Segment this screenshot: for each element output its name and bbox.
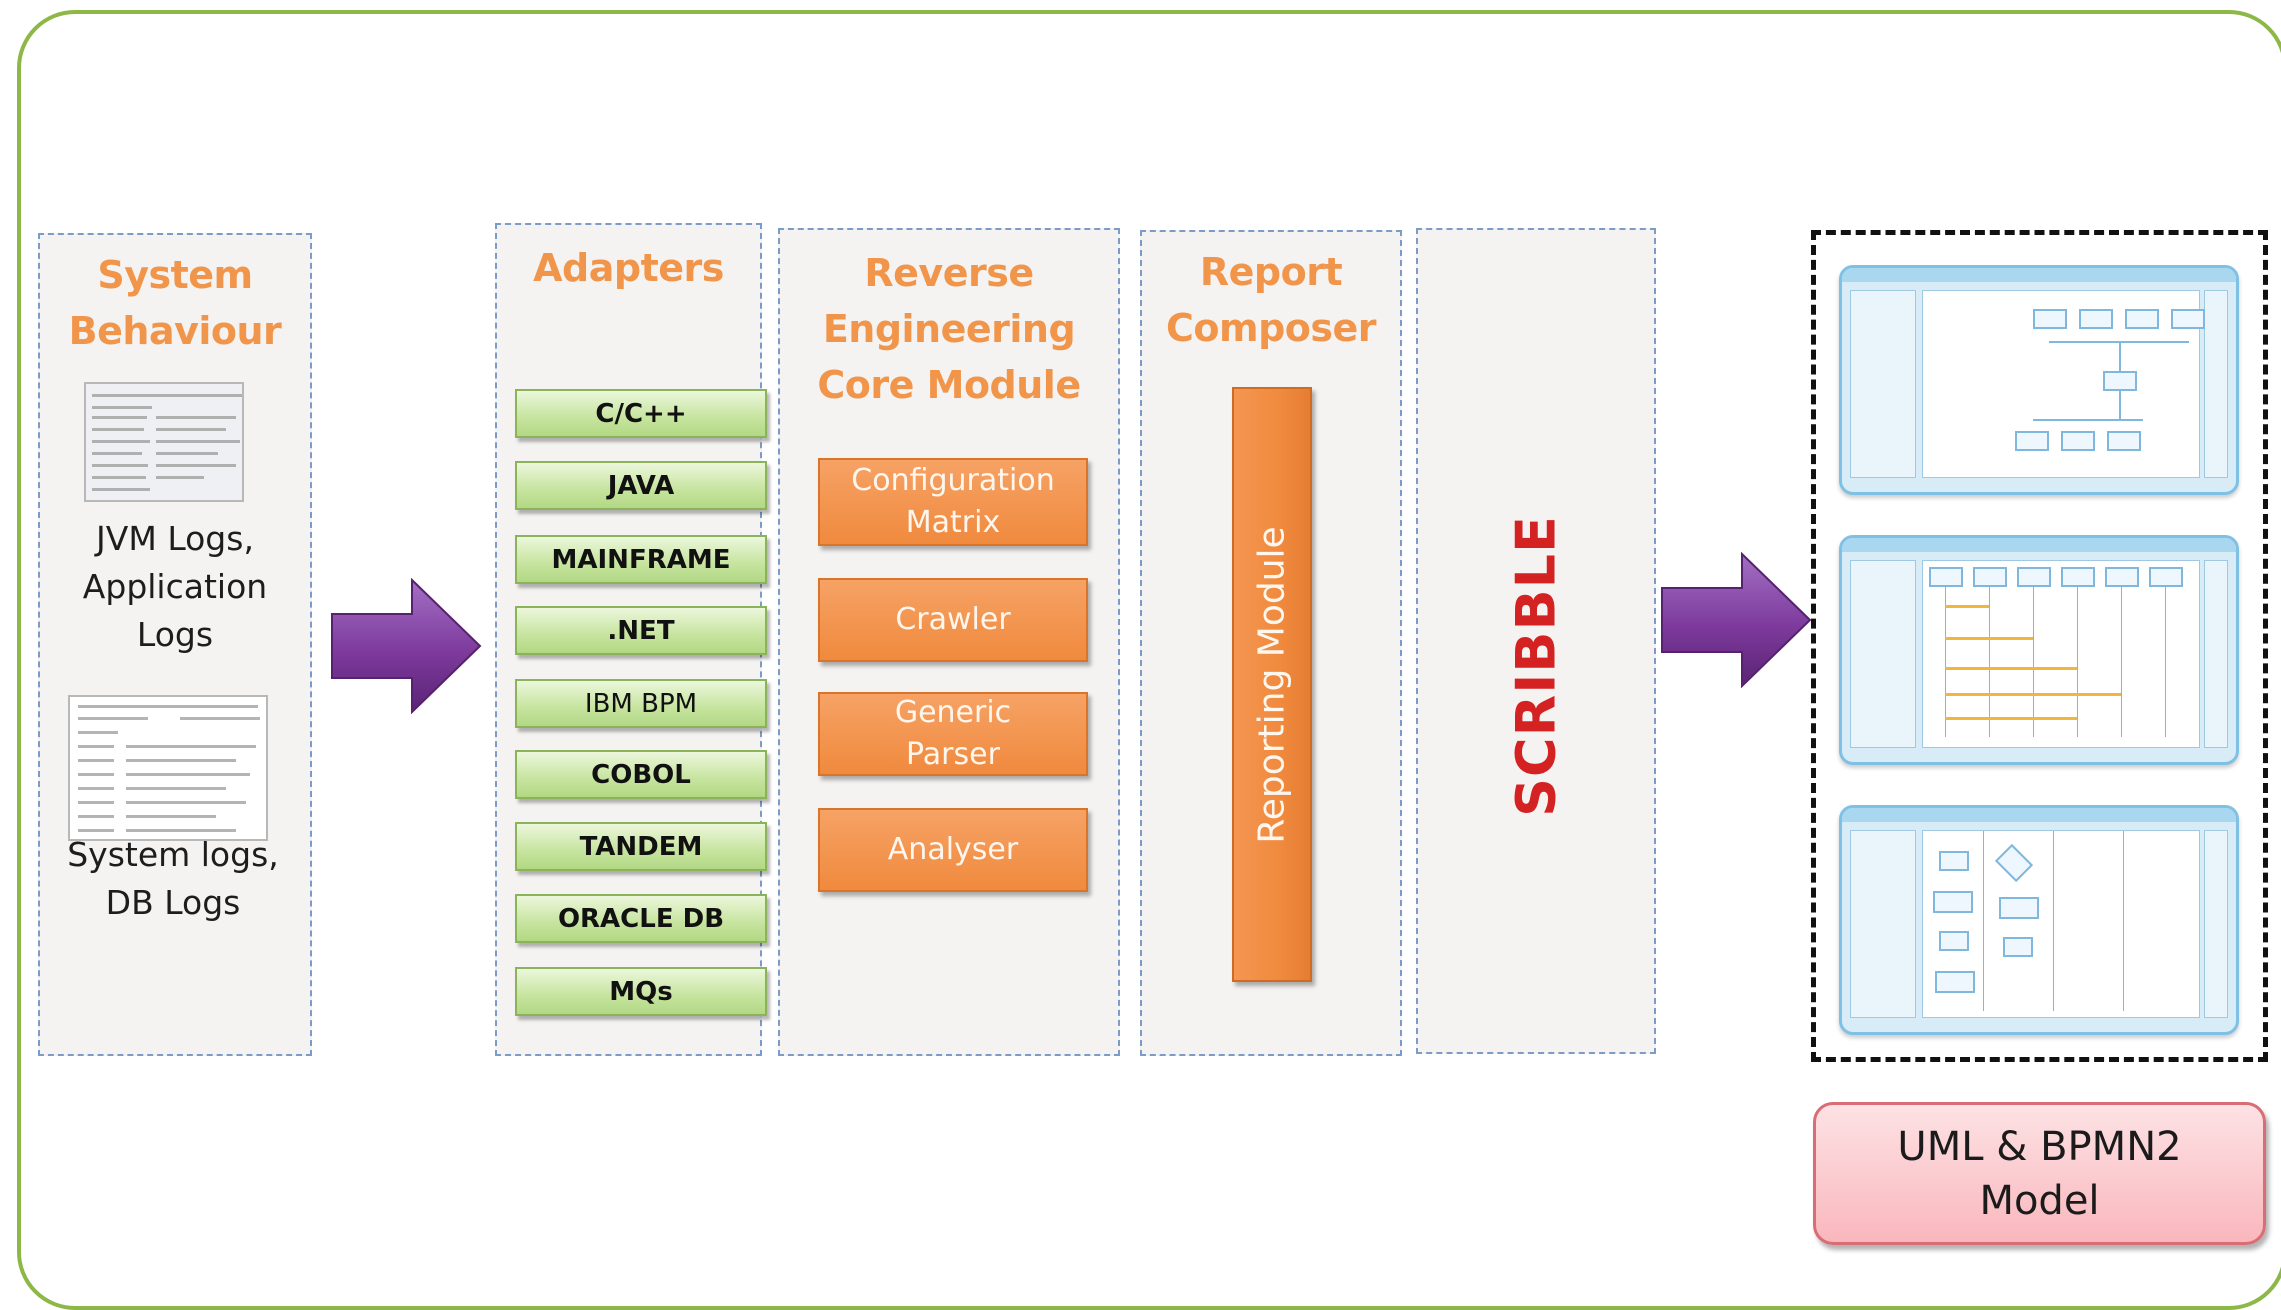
adapters-panel: Adapters C/C++ JAVA MAINFRAME .NET IBM B… [495, 223, 767, 1056]
generic-parser-block: Generic Parser [818, 692, 1088, 776]
adapter-ibm-bpm: IBM BPM [515, 679, 767, 728]
adapter-mqs: MQs [515, 967, 767, 1016]
scribble-panel: SCRIBBLE [1416, 228, 1656, 1054]
configuration-matrix-block: Configuration Matrix [818, 458, 1088, 546]
uml-bpmn2-model-box: UML & BPMN2 Model [1813, 1102, 2266, 1245]
system-log-thumbnail [68, 695, 268, 841]
reporting-module-label: Reporting Module [1251, 525, 1293, 844]
adapter-dotnet: .NET [515, 606, 767, 655]
report-composer-title: Report Composer [1165, 250, 1377, 350]
adapter-mainframe: MAINFRAME [515, 535, 767, 584]
system-behaviour-title: System Behaviour [68, 253, 282, 353]
core-module-panel: Reverse Engineering Core Module Configur… [778, 228, 1120, 1056]
adapter-oracle-db: ORACLE DB [515, 894, 767, 943]
jvm-logs-caption: JVM Logs, Application Logs [82, 519, 268, 654]
adapter-cpp: C/C++ [515, 389, 767, 438]
output-arrow-icon [1661, 552, 1812, 688]
adapters-title: Adapters [533, 246, 724, 290]
adapter-java: JAVA [515, 461, 767, 510]
model-screenshots-frame [1811, 230, 2268, 1062]
analyser-block: Analyser [818, 808, 1088, 892]
core-module-title: Reverse Engineering Core Module [817, 251, 1081, 407]
dependency-diagram-thumbnail [1839, 265, 2239, 495]
jvm-log-thumbnail [84, 382, 244, 502]
scribble-label: SCRIBBLE [1504, 514, 1568, 817]
adapter-tandem: TANDEM [515, 822, 767, 871]
system-logs-caption: System logs, DB Logs [67, 835, 279, 922]
report-composer-panel: Report Composer Reporting Module [1140, 230, 1402, 1056]
crawler-block: Crawler [818, 578, 1088, 662]
system-behaviour-panel: System Behaviour JVM Logs, Application L… [38, 233, 312, 1056]
adapter-cobol: COBOL [515, 750, 767, 799]
sequence-diagram-thumbnail [1839, 535, 2239, 765]
flow-arrow-icon [331, 578, 482, 714]
bpmn-diagram-thumbnail [1839, 805, 2239, 1035]
reporting-module-block: Reporting Module [1232, 387, 1312, 982]
